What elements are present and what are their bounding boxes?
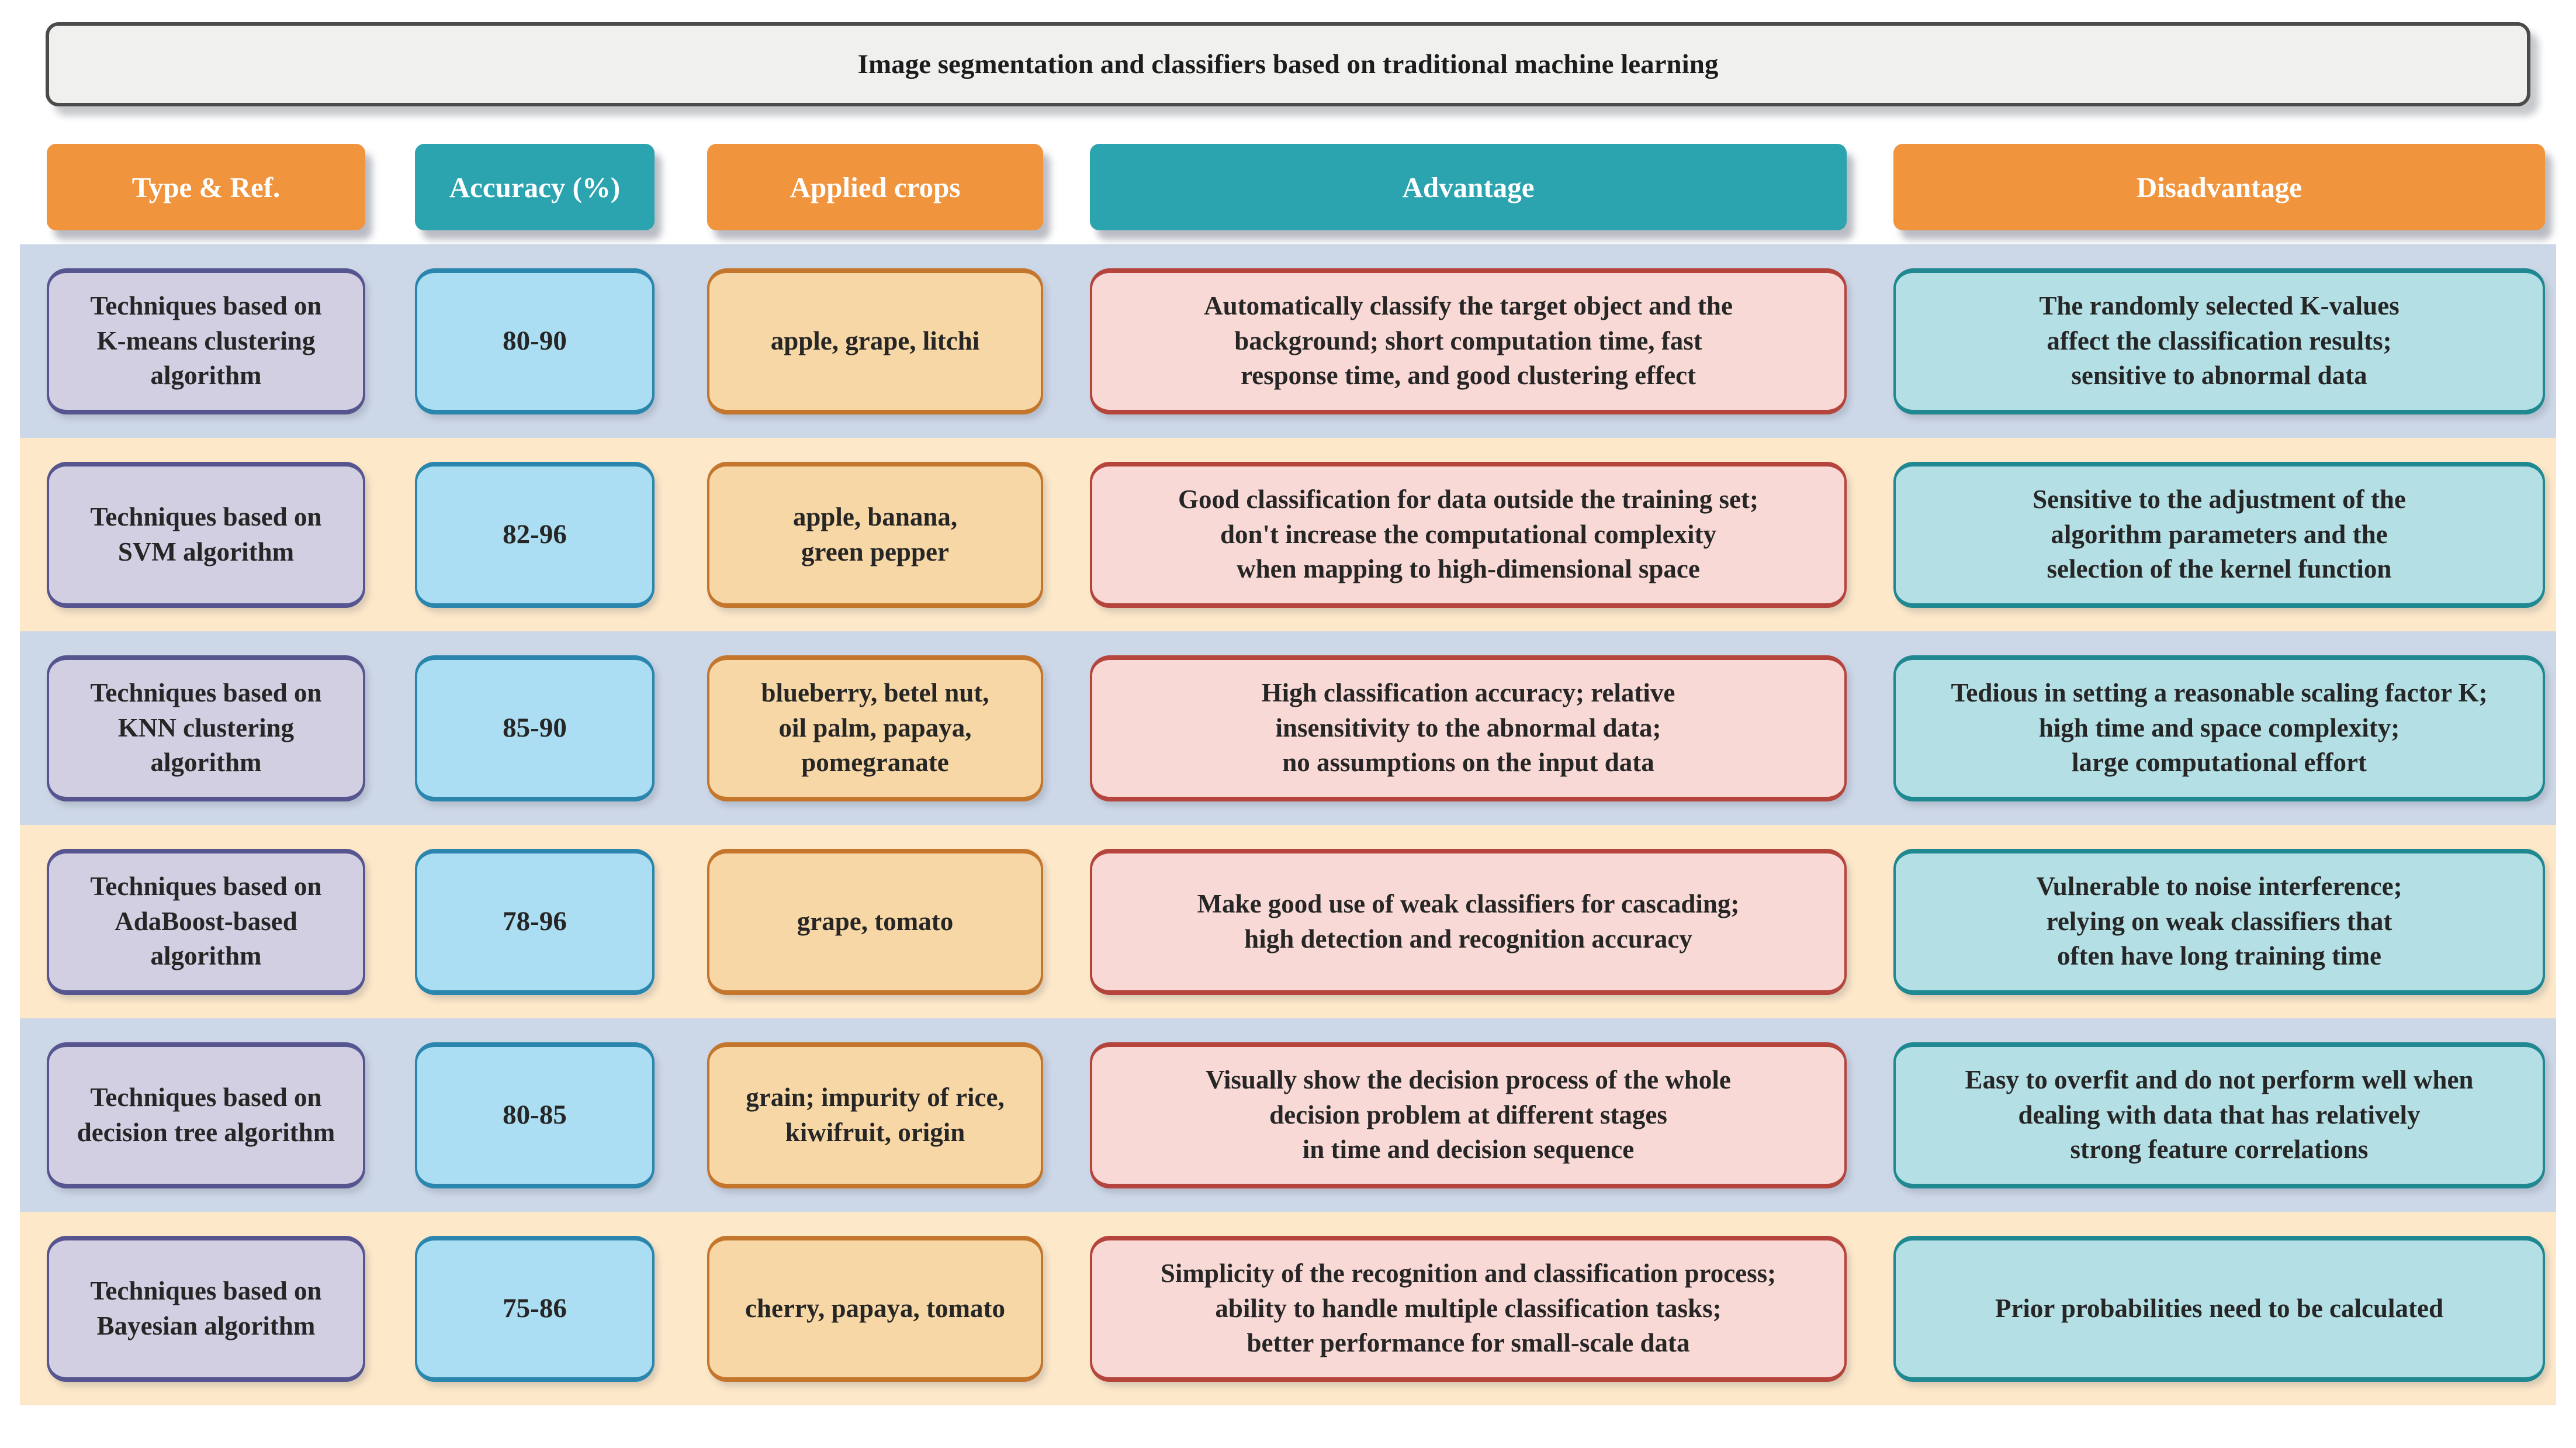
column-header-type-ref: Type & Ref. (47, 144, 365, 230)
type-cell: Techniques based on K-means clustering a… (47, 268, 365, 414)
table-row: Techniques based on Bayesian algorithm 7… (20, 1212, 2556, 1405)
disadvantage-cell: Vulnerable to noise interference; relyin… (1893, 848, 2545, 995)
type-cell: Techniques based on decision tree algori… (47, 1042, 365, 1188)
column-header-accuracy: Accuracy (%) (415, 144, 655, 230)
disadvantage-cell: Tedious in setting a reasonable scaling … (1893, 655, 2545, 801)
table-row: Techniques based on AdaBoost-based algor… (20, 825, 2556, 1018)
crops-cell: grain; impurity of rice, kiwifruit, orig… (707, 1042, 1043, 1188)
type-cell: Techniques based on KNN clustering algor… (47, 655, 365, 801)
advantage-cell: Good classification for data outside the… (1090, 461, 1847, 608)
crops-cell: grape, tomato (707, 848, 1043, 995)
column-header-advantage: Advantage (1090, 144, 1847, 230)
disadvantage-cell: Easy to overfit and do not perform well … (1893, 1042, 2545, 1188)
table-row: Techniques based on SVM algorithm 82-96 … (20, 438, 2556, 631)
crops-cell: apple, grape, litchi (707, 268, 1043, 414)
figure-title-bar: Image segmentation and classifiers based… (46, 22, 2530, 106)
accuracy-cell: 80-90 (415, 268, 655, 414)
crops-cell: cherry, papaya, tomato (707, 1235, 1043, 1382)
column-headers: Type & Ref. Accuracy (%) Applied crops A… (0, 144, 2576, 230)
column-header-applied-crops: Applied crops (707, 144, 1043, 230)
accuracy-cell: 82-96 (415, 461, 655, 608)
figure-root: Image segmentation and classifiers based… (0, 22, 2576, 1405)
table-row: Techniques based on KNN clustering algor… (20, 631, 2556, 825)
column-header-disadvantage: Disadvantage (1893, 144, 2545, 230)
table-body: Techniques based on K-means clustering a… (20, 244, 2556, 1405)
type-cell: Techniques based on SVM algorithm (47, 461, 365, 608)
disadvantage-cell: Prior probabilities need to be calculate… (1893, 1235, 2545, 1382)
advantage-cell: High classification accuracy; relative i… (1090, 655, 1847, 801)
crops-cell: apple, banana, green pepper (707, 461, 1043, 608)
disadvantage-cell: The randomly selected K-values affect th… (1893, 268, 2545, 414)
accuracy-cell: 85-90 (415, 655, 655, 801)
accuracy-cell: 80-85 (415, 1042, 655, 1188)
type-cell: Techniques based on AdaBoost-based algor… (47, 848, 365, 995)
advantage-cell: Automatically classify the target object… (1090, 268, 1847, 414)
disadvantage-cell: Sensitive to the adjustment of the algor… (1893, 461, 2545, 608)
advantage-cell: Make good use of weak classifiers for ca… (1090, 848, 1847, 995)
figure-title: Image segmentation and classifiers based… (857, 49, 1719, 80)
accuracy-cell: 78-96 (415, 848, 655, 995)
type-cell: Techniques based on Bayesian algorithm (47, 1235, 365, 1382)
accuracy-cell: 75-86 (415, 1235, 655, 1382)
crops-cell: blueberry, betel nut, oil palm, papaya, … (707, 655, 1043, 801)
table-row: Techniques based on decision tree algori… (20, 1018, 2556, 1212)
table-row: Techniques based on K-means clustering a… (20, 244, 2556, 438)
advantage-cell: Simplicity of the recognition and classi… (1090, 1235, 1847, 1382)
advantage-cell: Visually show the decision process of th… (1090, 1042, 1847, 1188)
